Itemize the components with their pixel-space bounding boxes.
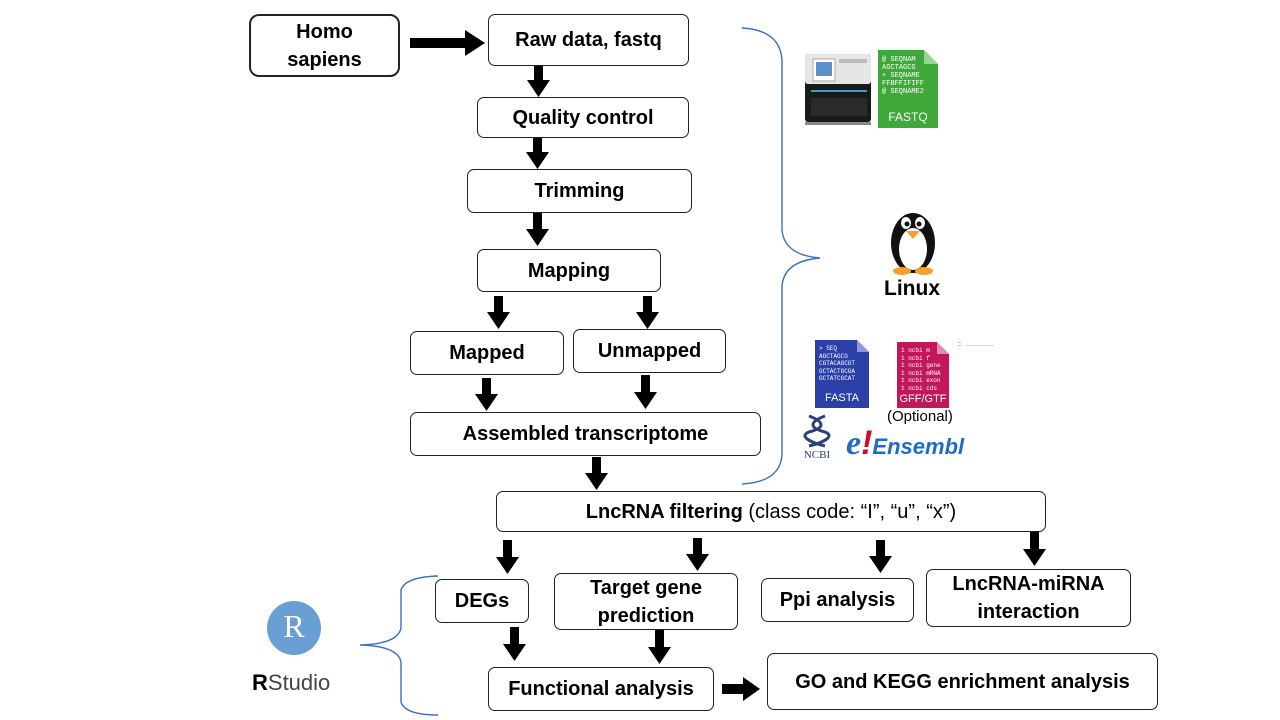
node-mapped: Mapped <box>410 331 564 375</box>
arrow-filter-to-ppi <box>869 540 892 573</box>
fasta-line: CGTACAGCGT <box>819 360 856 367</box>
node-target-gene-prediction: Target gene prediction <box>554 573 738 630</box>
node-homo-sapiens: Homo sapiens <box>249 14 400 77</box>
gff-line: 1 ncbi m <box>901 347 930 354</box>
fastq-line: FFBFFIFIFF <box>882 80 925 88</box>
gff-line: 1 ncbi f <box>901 354 930 362</box>
node-go-kegg-enrichment: GO and KEGG enrichment analysis <box>767 653 1158 710</box>
node-lncrna-mirna-interaction: LncRNA-miRNA interaction <box>926 569 1131 627</box>
ncbi-label: NCBI <box>803 449 831 461</box>
fastq-line: + SEQNAME <box>882 72 920 80</box>
rstudio-label: RStudio <box>252 670 330 696</box>
ncbi-logo: NCBI <box>801 414 833 464</box>
arrow-raw-to-qc <box>527 66 550 97</box>
ensembl-word: Ensembl <box>872 434 965 459</box>
gff-label: GFF/GTF <box>899 393 947 405</box>
filter-label: LncRNA filtering <box>585 500 743 523</box>
arrow-filter-to-mirna <box>1023 532 1046 566</box>
arrow-functional-to-go <box>722 677 760 701</box>
node-raw-data: Raw data, fastq <box>488 14 689 66</box>
dots-mark <box>958 340 996 348</box>
r-logo-icon: R <box>266 600 322 656</box>
arrow-source-to-raw <box>410 30 485 56</box>
sequencer-icon <box>803 48 873 126</box>
gff-line: 1 ncbi mRNA <box>901 369 941 377</box>
fastq-label: FASTQ <box>888 110 928 124</box>
r-logo-letter: R <box>283 608 305 644</box>
ensembl-logo: e!Ensembl <box>846 424 964 463</box>
fasta-line: GCTACTGCGA <box>819 367 856 375</box>
optional-label: (Optional) <box>887 408 953 425</box>
node-assembled-transcriptome: Assembled transcriptome <box>410 412 761 456</box>
linux-label: Linux <box>884 277 940 300</box>
gff-gtf-file-icon: 1 ncbi m 1 ncbi f 1 ncbi gene 1 ncbi mRN… <box>897 342 949 408</box>
node-mapping: Mapping <box>477 249 661 292</box>
filter-class-code: (class code: “I”, “u”, “x”) <box>742 500 957 523</box>
ensembl-e: e <box>846 425 862 462</box>
fastq-line: AGCTAGCG <box>882 64 916 72</box>
gff-line: 1 ncbi cds <box>901 384 938 392</box>
arrow-filter-to-degs <box>496 540 519 574</box>
fasta-line: AGCTAGCG <box>819 352 848 360</box>
arrow-unmapped-to-assembled <box>634 375 657 409</box>
arrow-map-to-unmapped <box>636 296 659 329</box>
node-quality-control: Quality control <box>477 97 689 138</box>
arrow-map-to-mapped <box>487 296 510 329</box>
arrow-qc-to-trim <box>526 138 549 169</box>
gff-line: 1 ncbi exon <box>901 377 941 384</box>
linux-penguin-icon <box>888 203 938 275</box>
gff-line: 1 ncbi gene <box>901 362 941 369</box>
node-degs: DEGs <box>435 579 529 623</box>
node-trimming: Trimming <box>467 169 692 213</box>
node-lncrna-filtering: LncRNA filtering (class code: “I”, “u”, … <box>496 491 1046 532</box>
arrow-mapped-to-assembled <box>475 378 498 411</box>
rstudio-bracket <box>359 575 439 716</box>
node-functional-analysis: Functional analysis <box>488 667 714 711</box>
fastq-line: @ SEQNAM <box>882 56 916 64</box>
node-ppi-analysis: Ppi analysis <box>761 578 914 622</box>
arrow-filter-to-target <box>686 538 709 571</box>
fastq-file-icon: @ SEQNAM AGCTAGCG + SEQNAME FFBFFIFIFF @… <box>878 50 938 128</box>
fasta-line: > SEQ <box>819 345 838 352</box>
rstudio-r: R <box>252 670 268 695</box>
arrow-trim-to-map <box>526 213 549 246</box>
arrow-target-to-functional <box>648 630 671 664</box>
fasta-file-icon: > SEQ AGCTAGCG CGTACAGCGT GCTACTGCGA GCT… <box>815 340 869 408</box>
node-unmapped: Unmapped <box>573 329 726 373</box>
fasta-line: GCTATCGCAT <box>819 375 856 382</box>
arrow-assembled-to-filter <box>585 457 608 490</box>
fastq-line: @ SEQNAME2 <box>882 88 925 96</box>
rstudio-word: Studio <box>267 670 331 695</box>
fasta-label: FASTA <box>824 392 860 404</box>
linux-bracket <box>741 27 821 485</box>
ensembl-bang: ! <box>861 424 873 462</box>
arrow-degs-to-functional <box>503 627 526 661</box>
